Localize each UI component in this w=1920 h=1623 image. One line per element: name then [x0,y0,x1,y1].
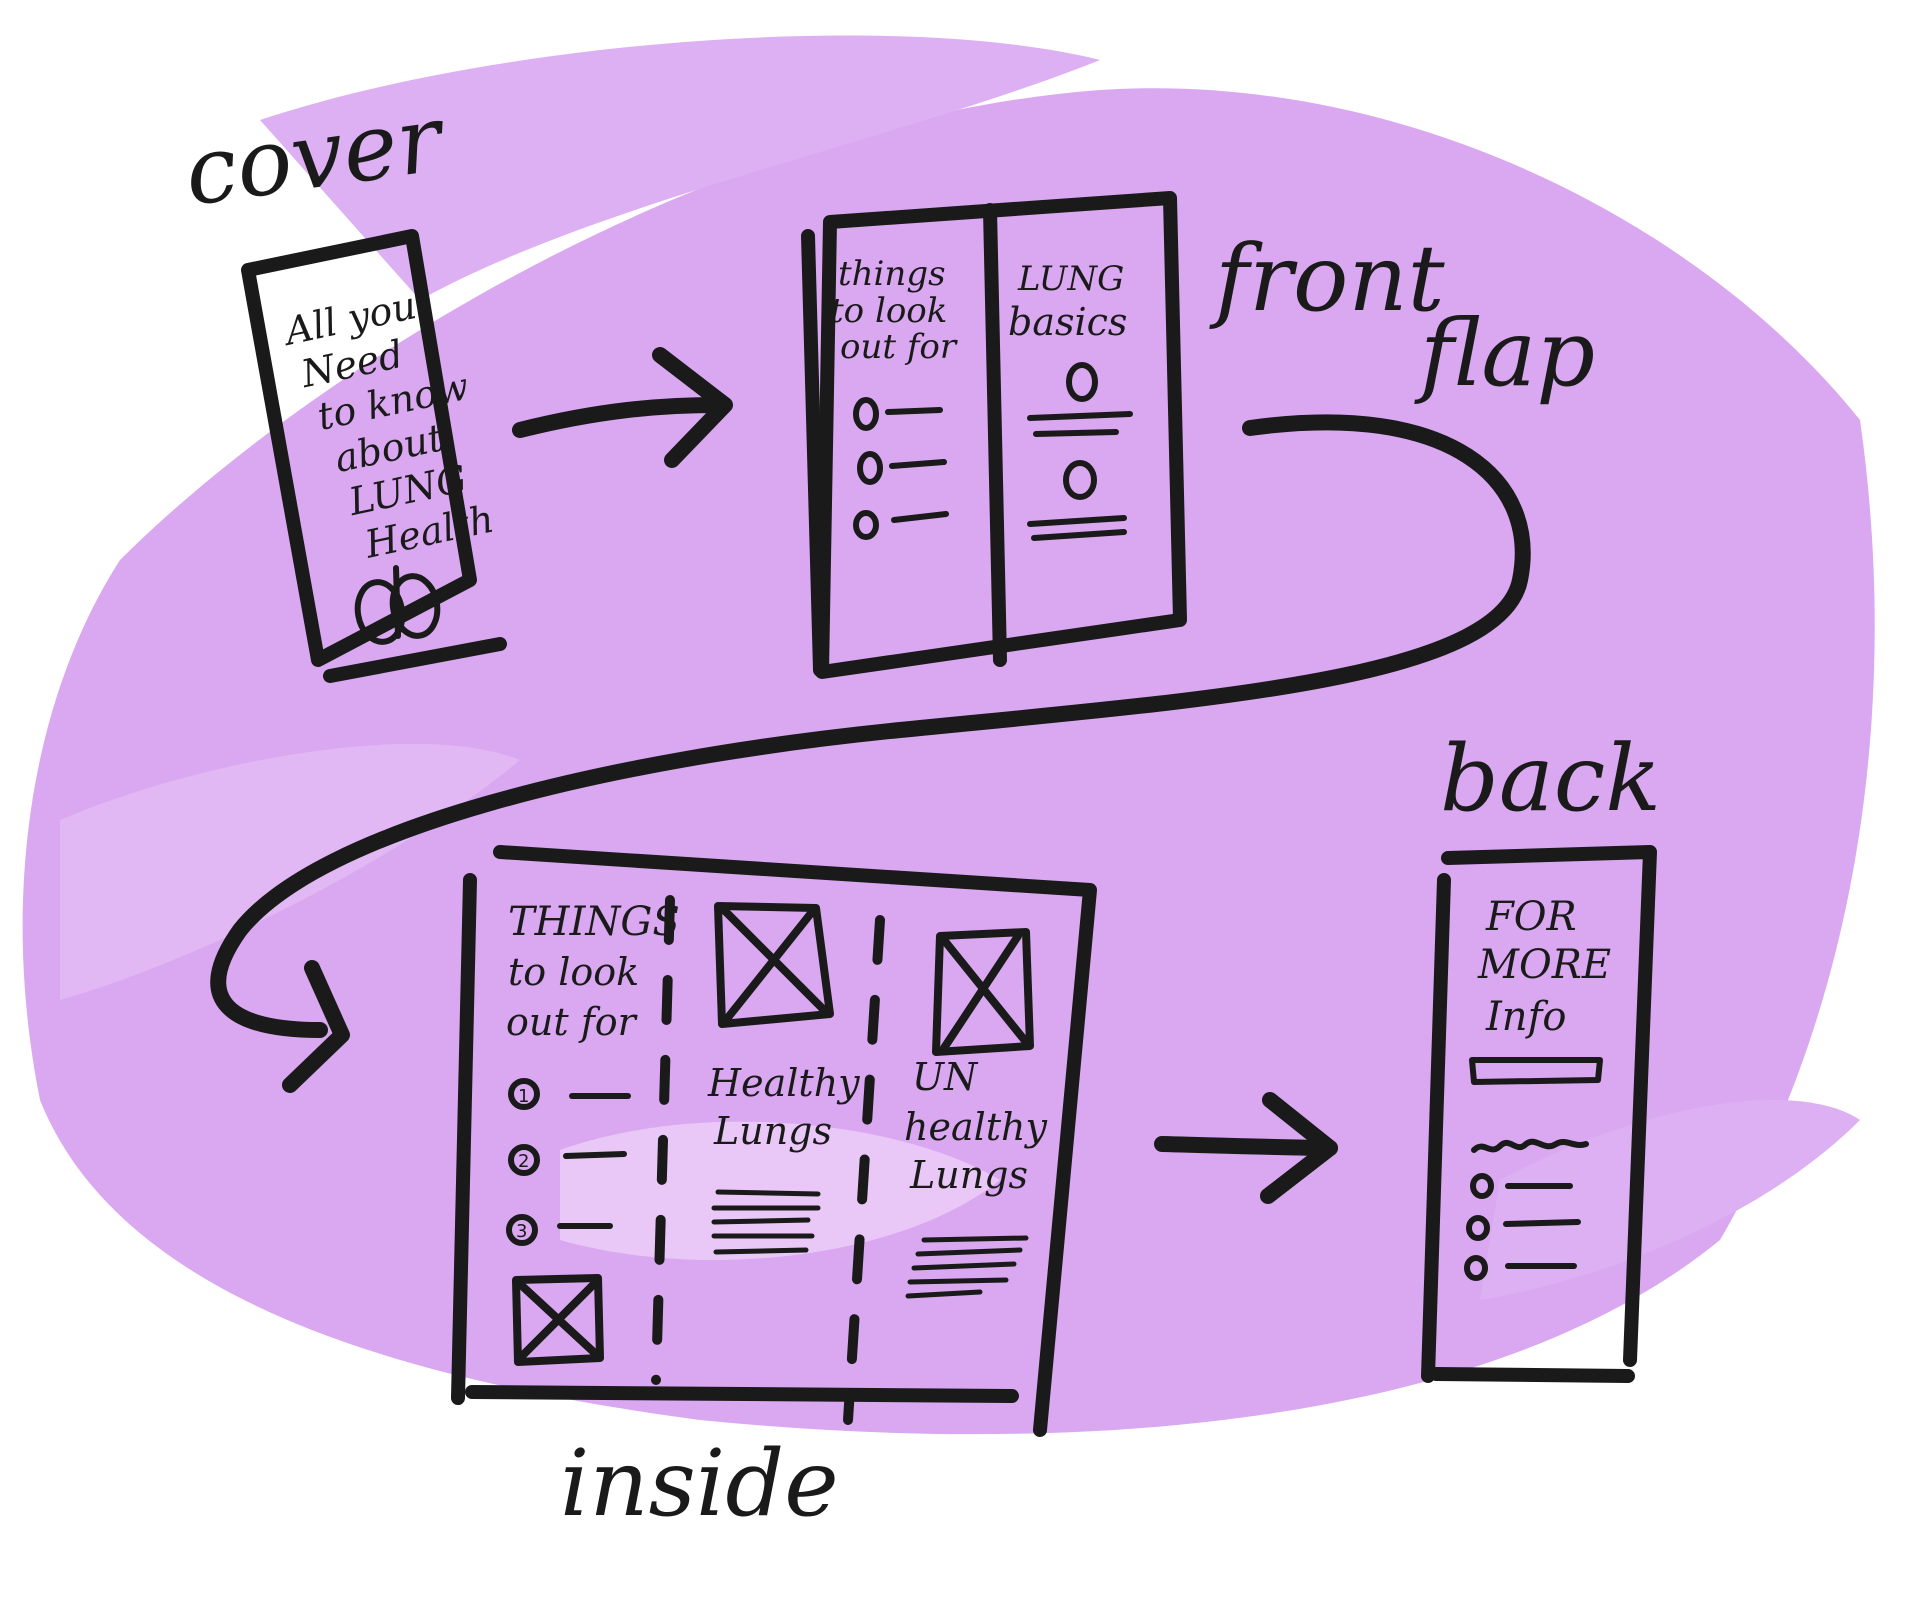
inside-col3-text-lines [905,1235,1029,1299]
label-flap: flap [1414,300,1595,407]
inside-panel [451,845,1097,1437]
inside-col3-image-placeholder-icon [932,928,1034,1056]
inside-col2-heading: Healthy Lungs [707,1061,860,1153]
inside-col2-text-lines [711,1189,821,1255]
cover-text: All you Need to know about LUNG Health [278,283,497,567]
inside-col1-image-placeholder-icon [512,1274,604,1366]
inside-col3-heading: UN healthy Lungs [904,1055,1048,1197]
inside-col3-line-3: Lungs [909,1153,1028,1197]
curve-arrow-flap-to-inside-icon [210,414,1531,1093]
flap-right-line-1: LUNG [1017,259,1124,299]
inside-num-2: 2 [518,1151,529,1172]
inside-col2-line-1: Healthy [707,1061,860,1105]
inside-dashed-dividers [651,895,885,1425]
arrow-inside-to-back-icon [1154,1092,1338,1204]
inside-col2-image-placeholder-icon [714,902,834,1028]
label-inside: inside [560,1430,839,1537]
arrow-cover-to-flap-icon [512,347,733,468]
inside-col3-line-2: healthy [904,1105,1048,1149]
front-flap-left-heading: things to look out for [830,254,958,367]
front-flap-panel [801,191,1187,679]
flap-right-line-2: basics [1008,300,1127,344]
inside-col1-line-3: out for [506,1000,639,1044]
back-content [1464,1057,1603,1281]
inside-col1-heading: THINGS to look out for [506,899,680,1044]
front-flap-right-heading: LUNG basics [1008,259,1127,344]
front-flap-right-content [1027,362,1133,541]
back-line-2: MORE [1477,942,1611,988]
inside-col3-line-1: UN [912,1055,979,1099]
inside-col1-line-1: THINGS [508,899,680,945]
flap-left-line-1: things [838,254,946,294]
label-front: front [1209,225,1446,332]
cover-panel [241,229,507,683]
back-panel [1421,845,1657,1383]
inside-num-1: 1 [518,1086,529,1107]
back-line-3: Info [1485,994,1566,1040]
inside-num-3: 3 [516,1221,527,1242]
back-heading: FOR MORE Info [1477,894,1611,1040]
lungs-icon [354,565,441,645]
back-line-1: FOR [1485,894,1577,940]
inside-col2-line-2: Lungs [713,1109,832,1153]
inside-col1-line-2: to look [508,950,639,994]
front-flap-bullets [853,397,949,540]
inside-col1-list: 1 2 3 [506,1078,631,1246]
flap-left-line-2: to look [830,291,947,331]
label-back: back [1440,725,1661,832]
flap-left-line-3: out for [840,327,958,367]
front-flap-label: front flap [1209,225,1595,407]
